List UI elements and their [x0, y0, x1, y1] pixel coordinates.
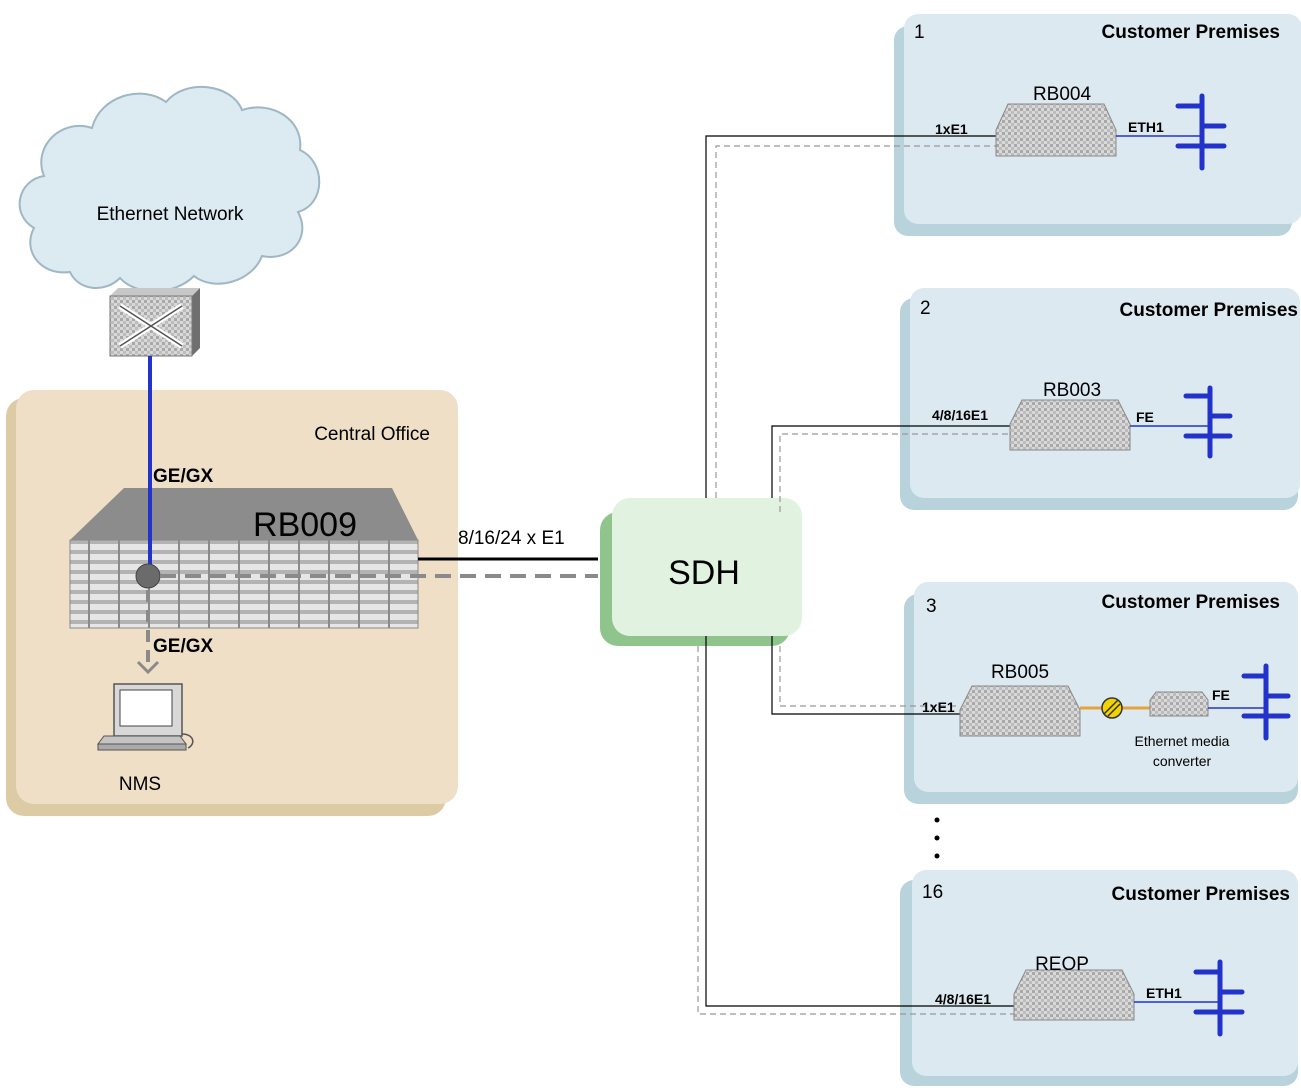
- ethernet-switch: [109, 288, 200, 357]
- central-office-title: Central Office: [314, 424, 430, 445]
- device-label: RB004: [1033, 84, 1092, 105]
- nms-label: NMS: [119, 774, 161, 795]
- nms-link-label: GE/GX: [153, 636, 214, 657]
- eth-label: FE: [1136, 409, 1154, 425]
- premises-title: Customer Premises: [1102, 592, 1280, 613]
- e1-label: 1xE1: [935, 121, 968, 137]
- link-dashed-1: [715, 145, 996, 498]
- computer-icon: [97, 683, 194, 751]
- reop-device: REOP 4/8/16E1 ETH1: [935, 954, 1220, 1021]
- premises-number: 3: [926, 596, 937, 617]
- premises-title: Customer Premises: [1112, 884, 1290, 905]
- ethernet-bus-icon: [1241, 663, 1291, 741]
- eth-label: FE: [1212, 687, 1230, 703]
- device-label: RB003: [1043, 380, 1101, 401]
- eth-label: ETH1: [1146, 985, 1182, 1001]
- device-label: RB005: [991, 662, 1049, 683]
- rb009-label: RB009: [253, 506, 357, 544]
- ethernet-network-cloud: Ethernet Network: [18, 85, 321, 293]
- trunk-label: 8/16/24 x E1: [458, 528, 565, 549]
- cloud-label: Ethernet Network: [97, 204, 244, 225]
- premises-panel-2: 2 Customer Premises: [900, 288, 1300, 510]
- e1-label: 1xE1: [922, 699, 955, 715]
- converter-label-line2: converter: [1153, 753, 1212, 769]
- device-label: REOP: [1035, 954, 1089, 975]
- premises-title: Customer Premises: [1120, 300, 1298, 321]
- link-dashed-16: [697, 646, 1014, 1015]
- rb004-device: RB004 1xE1 ETH1: [935, 84, 1202, 157]
- ethernet-bus-icon: [1175, 93, 1227, 171]
- premises-number: 16: [922, 882, 943, 903]
- link-line-16: [705, 636, 1014, 1007]
- link-dashed-3: [779, 646, 960, 707]
- rb005-device: RB005 1xE1 FE Ethernet media converter: [922, 662, 1266, 769]
- link-line-2: [771, 425, 1010, 498]
- media-converter-device: [1149, 691, 1209, 717]
- ellipsis-dots: [934, 817, 940, 859]
- sdh-node: SDH: [600, 498, 802, 646]
- rb009-port: [135, 563, 161, 589]
- premises-number: 2: [920, 298, 931, 319]
- sdh-label: SDH: [668, 554, 740, 592]
- e1-label: 4/8/16E1: [935, 991, 991, 1007]
- ethernet-bus-icon: [1183, 385, 1233, 459]
- converter-label-line1: Ethernet media: [1135, 733, 1230, 749]
- eth-label: ETH1: [1128, 119, 1164, 135]
- rb003-device: RB003 4/8/16E1 FE: [932, 380, 1210, 451]
- link-line-1: [705, 135, 996, 498]
- rb009-device: RB009: [69, 488, 419, 629]
- e1-label: 4/8/16E1: [932, 407, 988, 423]
- media-converter-icon: [1101, 697, 1123, 719]
- nms-arrow-icon: [136, 660, 160, 675]
- link-dashed-2: [779, 433, 1010, 512]
- premises-number: 1: [914, 22, 925, 43]
- premises-panel-3: 3 Customer Premises: [904, 582, 1298, 804]
- link-line-3: [771, 636, 960, 715]
- ethernet-bus-icon: [1193, 959, 1245, 1037]
- uplink-label: GE/GX: [153, 466, 214, 487]
- premises-title: Customer Premises: [1102, 22, 1280, 43]
